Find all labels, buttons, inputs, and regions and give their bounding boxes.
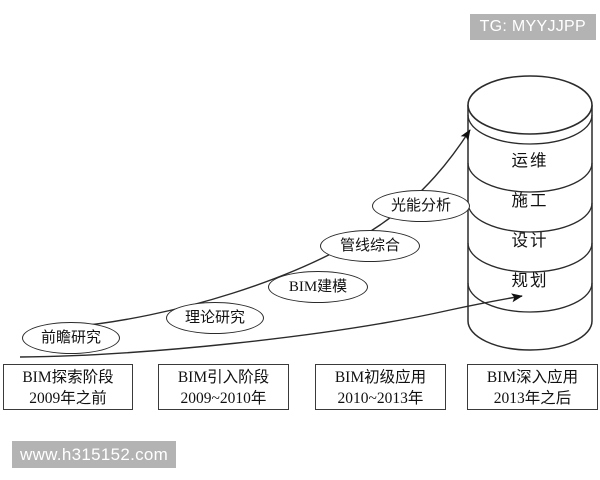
cylinder-divider-5	[467, 282, 593, 313]
milestone-lilun-yanjiu[interactable]: 理论研究	[166, 302, 264, 334]
stage-box-period: 2013年之后	[493, 390, 572, 407]
stage-box-period: 2009~2010年	[180, 390, 267, 407]
stage-box-explore[interactable]: BIM探索阶段 2009年之前	[3, 364, 133, 410]
milestone-bim-jianmo[interactable]: BIM建模	[268, 271, 368, 303]
growth-curve-lower	[19, 293, 523, 358]
stage-box-deep-application[interactable]: BIM深入应用 2013年之后	[467, 364, 598, 410]
stage-box-title: BIM探索阶段	[22, 369, 114, 386]
cylinder-segment-shigong: 施工	[511, 191, 549, 210]
stage-box-title: BIM深入应用	[486, 369, 579, 386]
site-watermark: www.h315152.com	[12, 441, 177, 468]
stage-box-primary-application[interactable]: BIM初级应用 2010~2013年	[315, 364, 446, 410]
stage-box-period: 2009年之前	[29, 390, 107, 407]
stage-box-title: BIM初级应用	[334, 369, 427, 386]
milestone-qianzhan-yanjiu[interactable]: 前瞻研究	[22, 322, 120, 354]
cylinder-divider-1	[467, 114, 593, 145]
cylinder-segment-yunwei: 运维	[511, 151, 549, 170]
telegram-watermark: TG: MYYJJPP	[469, 14, 596, 40]
cylinder-top-ellipse	[467, 75, 593, 135]
milestone-guanxian-zonghe[interactable]: 管线综合	[320, 230, 420, 262]
stage-box-introduce[interactable]: BIM引入阶段 2009~2010年	[158, 364, 289, 410]
cylinder-segment-guihua: 规划	[511, 271, 549, 290]
milestone-guangneng-fenxi[interactable]: 光能分析	[372, 190, 470, 222]
cylinder-shape	[467, 75, 593, 351]
cylinder-divider-3	[467, 202, 593, 233]
stage-box-period: 2010~2013年	[337, 390, 424, 407]
cylinder-divider-4	[467, 242, 593, 273]
stage-box-title: BIM引入阶段	[177, 369, 270, 386]
cylinder-divider-2	[467, 162, 593, 193]
cylinder-segment-sheji: 设计	[511, 231, 549, 250]
growth-curve-upper	[69, 129, 471, 328]
